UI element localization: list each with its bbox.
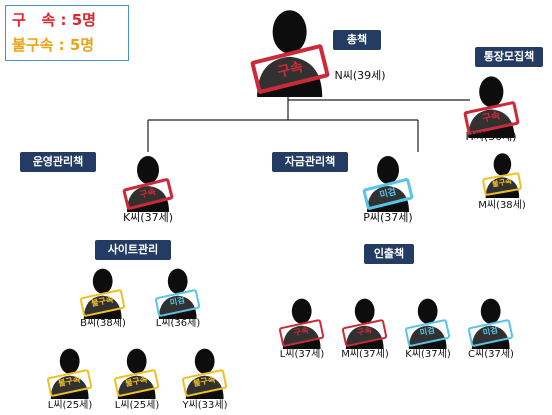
- legend: 구 속 : 5명 불구속 : 5명: [5, 5, 129, 61]
- person-silhouette: [485, 153, 519, 198]
- legend-not-arrested: 불구속 : 5명: [12, 36, 95, 54]
- person-label: K씨(37세): [405, 349, 451, 360]
- person-silhouette: [346, 298, 384, 349]
- person-silhouette: [84, 268, 122, 319]
- person-label: L씨(36세): [155, 318, 201, 329]
- person-silhouette: [51, 348, 89, 399]
- title-withdraw: 인출책: [364, 244, 414, 264]
- person-label: B씨(38세): [80, 318, 126, 329]
- title-operation: 운영관리책: [20, 152, 96, 172]
- person-label: N씨(39세): [334, 69, 386, 82]
- person-label: Y씨(33세): [182, 400, 228, 411]
- title-recruit: 통장모집책: [475, 47, 543, 67]
- person-label: L씨(25세): [47, 400, 93, 411]
- person-label: C씨(37세): [468, 349, 514, 360]
- person-silhouette: [257, 10, 323, 97]
- person-silhouette: [159, 268, 197, 319]
- person-silhouette: [367, 156, 409, 212]
- person-silhouette: [127, 156, 169, 212]
- person-label: H씨(30세): [465, 130, 517, 143]
- person-silhouette: [409, 298, 447, 349]
- person-label: M씨(37세): [341, 349, 389, 360]
- person-label: M씨(38세): [478, 200, 526, 211]
- person-label: P씨(37세): [363, 211, 413, 224]
- title-site: 사이트관리: [95, 240, 171, 260]
- person-label: K씨(37세): [122, 211, 174, 224]
- title-leader: 총책: [333, 30, 381, 50]
- legend-arrested: 구 속 : 5명: [12, 11, 96, 29]
- person-silhouette: [118, 348, 156, 399]
- person-label: L씨(25세): [114, 400, 160, 411]
- person-silhouette: [467, 76, 515, 138]
- person-silhouette: [186, 348, 224, 399]
- person-silhouette: [283, 298, 321, 349]
- person-silhouette: [472, 298, 510, 349]
- title-funds: 자금관리책: [272, 152, 348, 172]
- person-label: L씨(37세): [279, 349, 325, 360]
